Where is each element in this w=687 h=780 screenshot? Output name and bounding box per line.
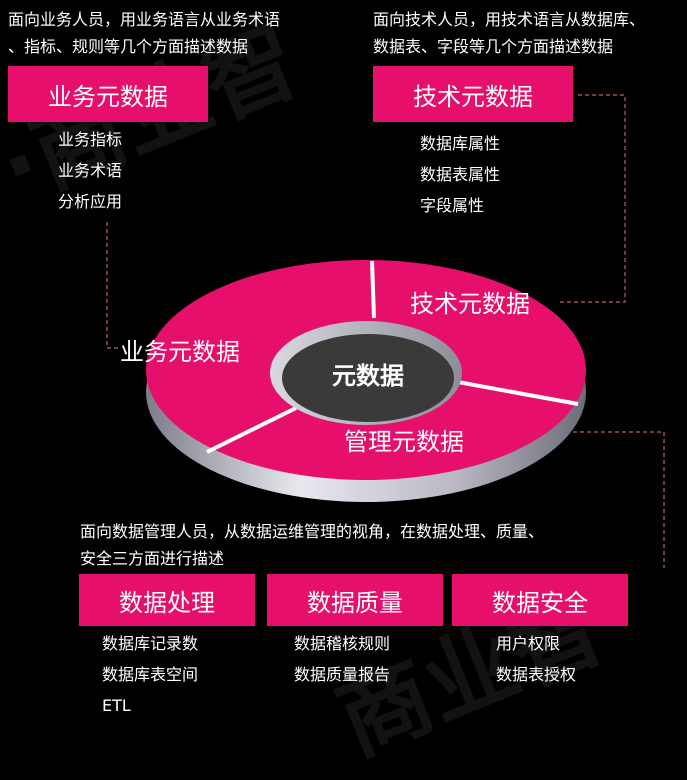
list-item: 数据库表空间 bbox=[102, 665, 199, 684]
data-security-items: 用户权限 数据表授权 bbox=[496, 628, 576, 690]
ring-divider bbox=[206, 406, 297, 454]
connector-technical bbox=[560, 94, 626, 303]
segment-label-management: 管理元数据 bbox=[344, 428, 464, 456]
business-metadata-box: 业务元数据 bbox=[8, 66, 208, 122]
metadata-ring-diagram: 业务元数据 技术元数据 管理元数据 元数据 bbox=[106, 94, 665, 568]
data-quality-items: 数据稽核规则 数据质量报告 bbox=[294, 628, 390, 690]
technical-description: 面向技术人员，用技术语言从数据库、 数据表、字段等几个方面描述数据 bbox=[373, 6, 645, 60]
list-item: 数据质量报告 bbox=[294, 665, 391, 684]
business-description-line: 面向业务人员，用业务语言从业务术语 bbox=[8, 10, 281, 29]
data-security-box: 数据安全 bbox=[452, 574, 628, 626]
business-description-line: 、指标、规则等几个方面描述数据 bbox=[8, 37, 249, 56]
list-item: 数据表属性 bbox=[420, 165, 501, 184]
list-item: ETL bbox=[102, 696, 131, 715]
list-item: 字段属性 bbox=[420, 196, 485, 215]
technical-description-line: 面向技术人员，用技术语言从数据库、 bbox=[373, 10, 646, 29]
data-processing-items: 数据库记录数 数据库表空间 ETL bbox=[102, 628, 198, 721]
management-description: 面向数据管理人员，从数据运维管理的视角，在数据处理、质量、 安全三方面进行描述 bbox=[80, 518, 544, 572]
list-item: 分析应用 bbox=[58, 192, 123, 211]
business-description: 面向业务人员，用业务语言从业务术语 、指标、规则等几个方面描述数据 bbox=[8, 6, 280, 60]
list-item: 数据库属性 bbox=[420, 134, 501, 153]
list-item: 业务术语 bbox=[58, 161, 123, 180]
list-item: 数据表授权 bbox=[496, 665, 577, 684]
list-item: 用户权限 bbox=[496, 634, 561, 653]
segment-label-technical: 技术元数据 bbox=[410, 290, 530, 318]
data-processing-box: 数据处理 bbox=[79, 574, 255, 626]
list-item: 业务指标 bbox=[58, 130, 123, 149]
management-description-line: 安全三方面进行描述 bbox=[80, 549, 225, 568]
connector-business bbox=[106, 222, 118, 349]
management-description-line: 面向数据管理人员，从数据运维管理的视角，在数据处理、质量、 bbox=[80, 522, 545, 541]
ring-center-label: 元数据 bbox=[332, 362, 404, 390]
list-item: 数据库记录数 bbox=[102, 634, 199, 653]
data-quality-box: 数据质量 bbox=[267, 574, 443, 626]
segment-label-business: 业务元数据 bbox=[120, 338, 240, 366]
technical-metadata-box: 技术元数据 bbox=[373, 66, 573, 122]
technical-description-line: 数据表、字段等几个方面描述数据 bbox=[373, 37, 614, 56]
ring-divider bbox=[457, 380, 579, 406]
connector-management bbox=[552, 431, 665, 568]
list-item: 数据稽核规则 bbox=[294, 634, 391, 653]
ring-divider bbox=[370, 260, 376, 319]
technical-items-list: 数据库属性 数据表属性 字段属性 bbox=[420, 128, 500, 221]
business-items-list: 业务指标 业务术语 分析应用 bbox=[58, 124, 122, 217]
ring-hub bbox=[282, 334, 454, 422]
